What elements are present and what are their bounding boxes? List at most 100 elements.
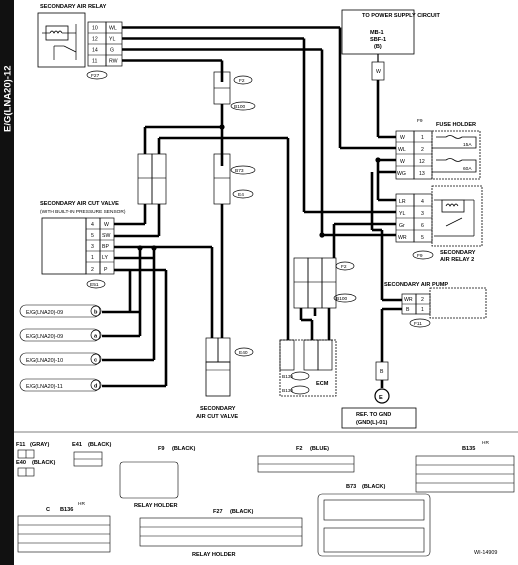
ref-letter: d (94, 384, 98, 390)
sensor-wire: W (104, 222, 109, 228)
legend-b135-hr: HR (482, 440, 489, 446)
ground-ref-box (341, 407, 417, 429)
relay2-pin: 5 (421, 235, 424, 241)
fuse-wire: WL (398, 147, 406, 153)
pump-wire: B (406, 307, 410, 313)
legend-relay-holder: RELAY HOLDER (134, 503, 178, 509)
legend-f11: F11 (16, 442, 25, 448)
pump-pin: 2 (421, 297, 424, 303)
fuse-pin: 2 (421, 147, 424, 153)
ground-wire: B (380, 369, 384, 375)
relay2-title: AIR RELAY 2 (440, 257, 474, 263)
relay2-wire: YL (399, 211, 405, 217)
ref-link: E/G(LNA20)-09 (26, 334, 63, 340)
air-cut-valve-title: SECONDARY (200, 406, 236, 412)
legend-f9: F9 (158, 446, 165, 452)
relay2-title: SECONDARY (440, 250, 476, 256)
sensor-pin: 2 (91, 267, 94, 273)
legend-b136-prefix: C (46, 507, 50, 513)
legend-connector-grids (17, 449, 515, 557)
relay2-wire: LR (399, 199, 406, 205)
sensor-pin: 5 (91, 233, 94, 239)
ref-letter: a (94, 334, 98, 340)
relay-wire: G (110, 48, 114, 54)
power-supply-sub: SBF-1 (370, 37, 386, 43)
legend-f2-color: (BLUE) (310, 446, 329, 452)
ref-letter: b (94, 310, 98, 316)
legend-b136: B136 (60, 507, 73, 513)
air-cut-valve-title: AIR CUT VALVE (196, 414, 238, 420)
fuse-rating: 60A (463, 166, 472, 172)
ecm-box (279, 339, 337, 397)
connector-label: E40 (239, 350, 248, 356)
sensor-pin: 3 (91, 244, 94, 250)
relay-wire: WL (109, 26, 117, 32)
connector-label: B73 (235, 168, 244, 174)
fuse-wire: WG (397, 171, 406, 177)
legend-f27: F27 (213, 509, 223, 515)
connector-label: E4 (238, 192, 244, 198)
fuse-pin: 1 (421, 135, 424, 141)
legend-b73: B73 (346, 484, 356, 490)
sidebar-label: E/G(LNA20)-12 (3, 65, 14, 132)
fuse-pin: 12 (419, 159, 425, 165)
secondary-air-relay-title: SECONDARY AIR RELAY (40, 4, 107, 10)
fuse-wire: W (400, 159, 405, 165)
secondary-air-relay-box (37, 12, 86, 68)
relay2-pin: 3 (421, 211, 424, 217)
sensor-wire: P (104, 267, 108, 273)
secondary-air-cut-valve-box (205, 361, 231, 397)
sidebar-tab: E/G(LNA20)-12 (0, 0, 14, 565)
power-supply-sub: (B) (374, 44, 382, 50)
secondary-air-cut-valve-sensor-box (41, 217, 87, 275)
ecm-connector: B135 (282, 374, 294, 380)
legend-b135: B135 (462, 446, 475, 452)
pump-pin: 1 (421, 307, 424, 313)
air-pump-title: SECONDARY AIR PUMP (384, 282, 448, 288)
relay-wire: YL (109, 37, 115, 43)
relay-pin: 10 (92, 26, 98, 32)
connector-label: B100 (234, 104, 246, 110)
secondary-air-pump-box (429, 287, 487, 319)
relay2-pin: 4 (421, 199, 424, 205)
ground-symbol (374, 388, 390, 404)
relay-connector-label: F27 (91, 73, 100, 79)
sensor-valve-subtitle: (WITH BUILT-IN PRESSURE SENSOR) (40, 209, 126, 215)
ecm-connector: B136 (282, 388, 294, 394)
ref-letter: c (94, 358, 97, 364)
pump-connector: F11 (414, 321, 422, 327)
relay2-wire: WR (398, 235, 407, 241)
legend-b73-color: (BLACK) (362, 484, 385, 490)
fuse-holder-connector: F9 (417, 118, 423, 124)
legend-f9-color: (BLACK) (172, 446, 195, 452)
relay2-pin: 6 (421, 223, 424, 229)
connector-label: F2 (239, 78, 245, 84)
relay-pin: 14 (92, 48, 98, 54)
power-supply-title: TO POWER SUPPLY CIRCUIT (362, 13, 440, 19)
pump-wire: WR (404, 297, 413, 303)
fuse-rating: 15A (463, 142, 472, 148)
fuse-wire: W (400, 135, 405, 141)
legend-e40-color: (BLACK) (32, 460, 55, 466)
sensor-wire: SW (102, 233, 110, 239)
sensor-connector: E51 (90, 282, 99, 288)
ref-link: E/G(LNA20)-09 (26, 310, 63, 316)
ref-link: E/G(LNA20)-11 (26, 384, 63, 390)
ground-ref: REF. TO GND (356, 412, 391, 418)
sensor-wire: BP (102, 244, 109, 250)
legend-f27-color: (BLACK) (230, 509, 253, 515)
sensor-pin: 4 (91, 222, 94, 228)
legend-f2: F2 (296, 446, 303, 452)
fuse-holder-box (431, 130, 481, 180)
power-supply-sub: MB-1 (370, 30, 384, 36)
ground-letter: E (379, 395, 383, 401)
relay-wire: RW (109, 59, 118, 65)
legend-e40: E40 (16, 460, 26, 466)
fuse-pin: 13 (419, 171, 425, 177)
junction-dots (137, 124, 381, 251)
legend-relay-holder-2: RELAY HOLDER (192, 552, 236, 558)
relay2-connector: F9 (417, 253, 423, 259)
sensor-pin: 1 (91, 255, 94, 261)
legend-e41: E41 (72, 442, 82, 448)
